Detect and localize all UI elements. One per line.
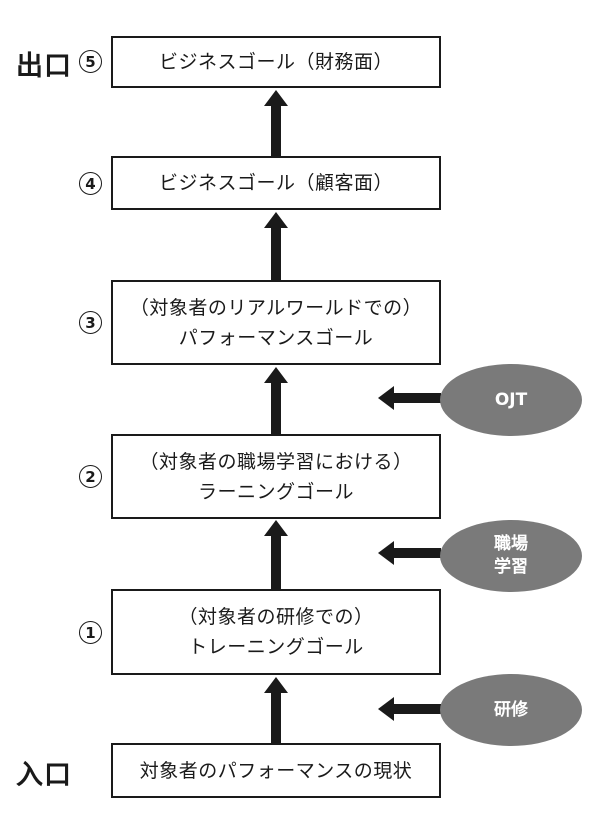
step-4-line-1: ビジネスゴール（顧客面） (158, 172, 393, 194)
training-label: 研修 (494, 699, 528, 720)
arrow-1-to-2-shaft (271, 535, 281, 589)
training-arrow-shaft (394, 704, 441, 714)
step-box-1-training-goal: （対象者の研修での） トレーニングゴール (111, 589, 441, 675)
workplace-learning-label-line-1: 職場 (494, 534, 528, 554)
step-box-4-business-goal-customer: ビジネスゴール（顧客面） (111, 156, 441, 210)
step-2-line-2: ラーニングゴール (197, 480, 354, 503)
arrow-4-to-5-head (264, 90, 288, 106)
entry-label: 入口 (16, 760, 72, 791)
arrow-2-to-3-head (264, 367, 288, 383)
exit-label: 出口 (16, 51, 72, 82)
step-1-line-1: （対象者の研修での） (178, 606, 374, 628)
step-2-line-1: （対象者の職場学習における） (139, 450, 413, 473)
training-arrow-head (378, 697, 394, 721)
arrow-start-to-1-shaft (271, 692, 281, 743)
step-3-line-1: （対象者のリアルワールドでの） (129, 296, 423, 319)
workplace-learning-label-line-2: 学習 (494, 557, 528, 577)
ojt-arrow-shaft (394, 393, 441, 403)
ojt-arrow-head (378, 386, 394, 410)
workplace-learning-input-oval: 職場 学習 (440, 520, 582, 592)
start-box-text: 対象者のパフォーマンスの現状 (139, 759, 413, 782)
step-box-5-business-goal-financial: ビジネスゴール（財務面） (111, 36, 441, 88)
arrow-4-to-5-shaft (271, 105, 281, 156)
step-3-line-2: パフォーマンスゴール (178, 326, 374, 349)
step-5-line-1: ビジネスゴール（財務面） (158, 51, 393, 73)
workplace-learning-arrow-head (378, 541, 394, 565)
training-input-oval: 研修 (440, 674, 582, 746)
arrow-1-to-2-head (264, 520, 288, 536)
step-number-2: 2 (79, 465, 102, 488)
step-number-1: 1 (79, 621, 102, 644)
step-number-3: 3 (79, 311, 102, 334)
step-box-3-performance-goal: （対象者のリアルワールドでの） パフォーマンスゴール (111, 280, 441, 365)
ojt-input-oval: OJT (440, 364, 582, 436)
ojt-label: OJT (494, 389, 528, 410)
step-number-5: 5 (79, 50, 102, 73)
arrow-3-to-4-shaft (271, 227, 281, 280)
arrow-start-to-1-head (264, 677, 288, 693)
start-box-current-performance: 対象者のパフォーマンスの現状 (111, 743, 441, 798)
step-1-line-2: トレーニングゴール (188, 636, 364, 658)
step-box-2-learning-goal: （対象者の職場学習における） ラーニングゴール (111, 434, 441, 519)
arrow-2-to-3-shaft (271, 382, 281, 434)
step-number-4: 4 (79, 172, 102, 195)
workplace-learning-arrow-shaft (394, 548, 441, 558)
arrow-3-to-4-head (264, 212, 288, 228)
